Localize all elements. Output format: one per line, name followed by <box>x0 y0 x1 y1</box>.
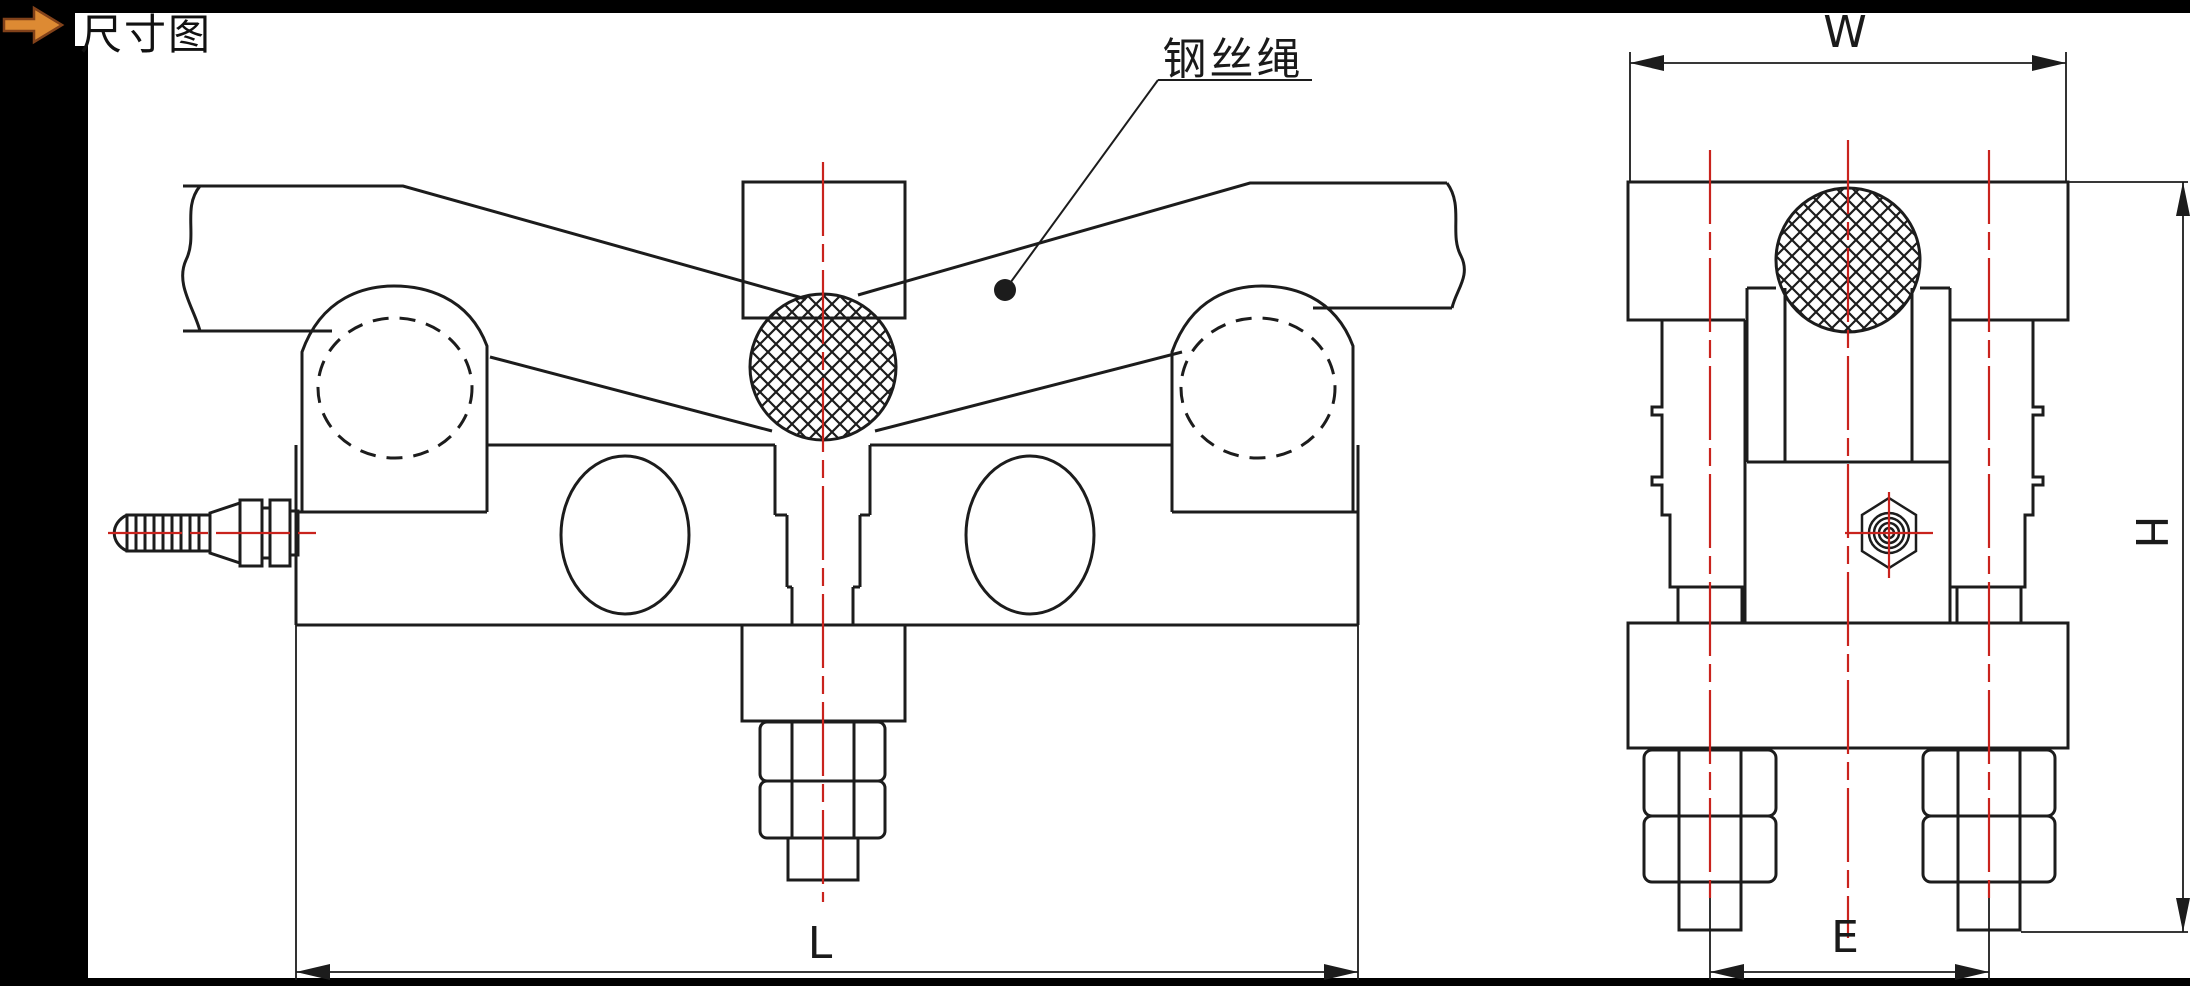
body-hole-right <box>964 454 1096 616</box>
dimension-W <box>1629 52 2067 182</box>
dimension-E <box>1709 898 1990 980</box>
forward-arrow-icon[interactable] <box>0 0 75 50</box>
hidden-roller-left <box>316 316 474 460</box>
center-stem <box>773 445 872 625</box>
rope-leader <box>994 79 1312 301</box>
rope-label: 钢丝绳 <box>1163 34 1304 85</box>
nav-arrow-block <box>0 0 75 50</box>
body-hole-left <box>559 454 691 616</box>
dimension-label-E: E <box>1831 912 1859 963</box>
side-saddle-column <box>1745 286 1952 464</box>
side-leg-right <box>1948 320 2045 623</box>
bottom-frame-bar <box>0 978 2190 986</box>
side-view-drawing <box>1626 52 2190 980</box>
dimension-H <box>2021 181 2190 933</box>
dimension-label-H: H <box>2125 515 2176 548</box>
wire-rope-front <box>181 181 1466 433</box>
leader-dot <box>994 279 1016 301</box>
center-lines <box>108 140 1991 938</box>
load-cell-body <box>294 443 1360 627</box>
clamp-left <box>296 284 489 514</box>
front-view-drawing <box>112 79 1466 980</box>
side-leg-left <box>1650 320 1747 623</box>
dimension-L <box>295 625 1359 980</box>
left-frame-bar <box>0 46 88 986</box>
dimension-label-W: W <box>1823 7 1867 58</box>
hidden-roller-right <box>1179 316 1337 460</box>
clamp-right <box>1170 284 1358 514</box>
page-title: 尺寸图 <box>80 10 213 59</box>
dimension-label-L: L <box>808 918 833 969</box>
top-frame-bar <box>0 0 2190 13</box>
